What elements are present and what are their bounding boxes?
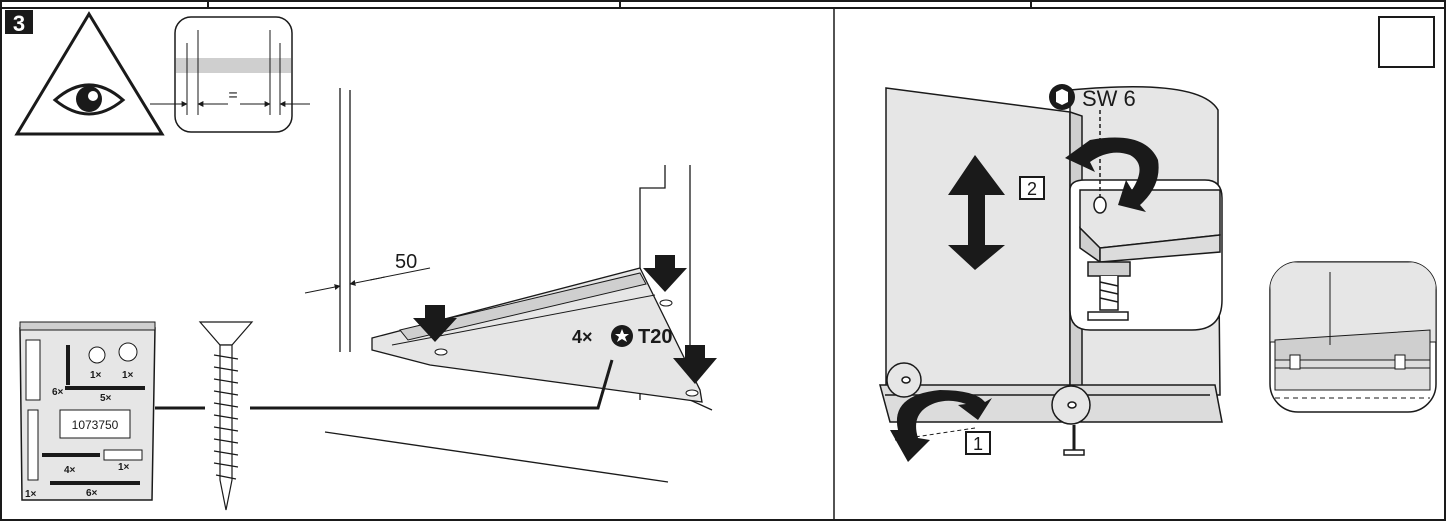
kit-count-8: 1× [25,489,37,500]
eye-warning-icon [14,11,165,136]
hardware-kit: 1073750 6× 1× 1× 5× 4× 1× 6× 1× [19,321,156,501]
leader-lines [155,359,614,410]
callout-2: 2 [1019,176,1045,200]
callout-1-label: 1 [973,434,983,454]
plinth-detail [1269,261,1437,413]
turn-arrow-icon [1065,137,1159,212]
rotate-arrow-icon [890,390,992,462]
screw-illustration [198,321,254,511]
up-down-arrow-icon [948,155,1005,270]
kit-count-7: 6× [86,488,98,499]
kit-count-5: 4× [64,465,76,476]
gap-equal-sign: = [228,87,237,104]
callout-2-label: 2 [1027,179,1037,199]
screw-drive: T20 [638,326,672,348]
hex-socket-icon [1049,84,1075,110]
completion-checkbox [1378,16,1435,68]
gap-detail: = [150,16,310,133]
appliance-feet [886,362,1091,456]
kit-count-6: 1× [118,462,130,473]
kit-count-4: 5× [100,393,112,404]
kit-part-number: 1073750 [72,418,119,432]
screw-quantity: 4× [572,327,593,347]
kit-count-1: 6× [52,387,64,398]
step-badge: 3 [5,10,33,36]
wrench-label: SW 6 [1082,86,1136,111]
callout-1: 1 [965,431,991,455]
step-number: 3 [13,11,25,36]
distance-label: 50 [395,251,417,273]
screw-spec: 4× T20 [572,325,672,348]
torx-icon [611,325,633,347]
wrench-spec: SW 6 [1049,84,1136,111]
adjuster-detail [1069,110,1223,331]
kit-count-2: 1× [90,370,102,381]
down-arrow-icon [413,255,717,384]
distance-dimension: 50 [304,251,431,294]
kit-count-3: 1× [122,370,134,381]
base-plate [371,267,703,403]
